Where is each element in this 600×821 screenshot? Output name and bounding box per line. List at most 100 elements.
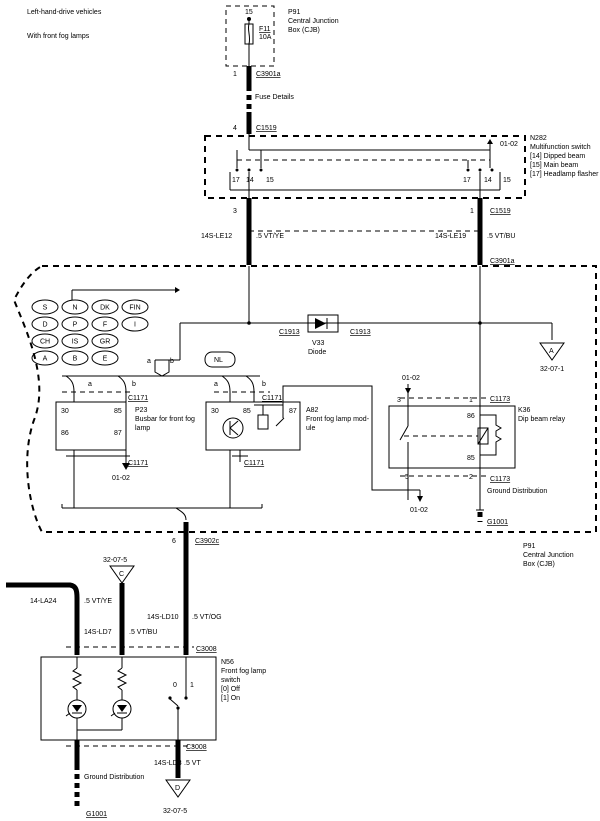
relay-conn-top: C1173 [490, 396, 510, 403]
busbar-name-2: lamp [135, 425, 150, 432]
relay-ground-label: Ground Distribution [487, 488, 547, 495]
diode-conn-left: C1913 [279, 329, 300, 336]
cjb-name: Central Junction [288, 18, 339, 25]
cjb-bottom-pin6: 6 [172, 538, 176, 545]
mfs-connector-bottom: C1519 [490, 208, 511, 215]
market-code-label: DK [100, 305, 110, 312]
ref-triangle-c: 32-07-5 C [103, 557, 135, 584]
busbar-a-top: a [147, 358, 151, 365]
wire-ld10: 14S-LD10 [147, 614, 179, 621]
module-conn-bottom: C1171 [244, 460, 264, 467]
relay-p3: 3 [397, 397, 401, 404]
ref-triangle-d: D 32-07-5 [163, 779, 191, 815]
busbar-b-top: b [170, 358, 174, 365]
dip-beam-relay-k36: 01-02 3 1 C1173 K36 Dip beam relay 86 85… [378, 375, 566, 526]
market-code-oval [91, 316, 119, 332]
wire-la24-color: .5 VT/YE [84, 598, 112, 605]
module-p30: 30 [211, 408, 219, 415]
market-code-label: GR [100, 339, 111, 346]
fuse-details-label: Fuse Details [255, 94, 294, 101]
market-code-label: E [103, 356, 108, 363]
market-code-label: B [73, 356, 78, 363]
market-code-oval [61, 350, 89, 366]
nl-label: NL [214, 357, 223, 364]
switch-pos-0: 0 [173, 682, 177, 689]
mfs-p15a: 15 [266, 177, 274, 184]
diode-ref: 32-07-1 [540, 366, 564, 373]
switch-l1: [1] On [221, 695, 240, 702]
market-code-label: F [103, 322, 107, 329]
relay-ref-bottom: 01-02 [410, 507, 428, 514]
market-code-oval [31, 350, 59, 366]
module-b: b [262, 381, 266, 388]
market-code-oval [121, 316, 149, 332]
market-code-label: S [43, 305, 48, 312]
lower-ground-label: Ground Distribution [84, 774, 144, 781]
relay-name: Dip beam relay [518, 416, 566, 423]
switch-pos-1: 1 [190, 682, 194, 689]
triangle-d-ref: 32-07-5 [163, 808, 187, 815]
cjb-connector: C3901a [256, 71, 281, 78]
market-code-oval [91, 299, 119, 315]
market-code-label: FIN [129, 305, 140, 312]
nl-oval: NL [204, 351, 236, 368]
mfs-l15: [15] Main beam [530, 162, 578, 169]
busbar-conn-top: C1171 [128, 395, 148, 402]
module-a: a [214, 381, 218, 388]
busbar-p85: 85 [114, 408, 122, 415]
switch-id: N56 [221, 659, 234, 666]
cjb-name-2: Box (CJB) [288, 27, 320, 34]
mfs-p17a: 17 [232, 177, 240, 184]
mfs-pin-4: 4 [233, 125, 237, 132]
lower-ground-id: G1001 [86, 811, 107, 818]
market-code-oval [31, 316, 59, 332]
diode-conn-right: C1913 [350, 329, 371, 336]
mfs-id: N282 [530, 135, 547, 142]
mfs-l14: [14] Dipped beam [530, 153, 585, 160]
relay-id: K36 [518, 407, 531, 414]
wire-la24: 14-LA24 [30, 598, 57, 605]
diode-name: Diode [308, 349, 326, 356]
module-name: Front fog lamp mod- [306, 416, 370, 423]
diode-v33: C1913 C1913 V33 Diode [279, 314, 371, 356]
market-code-label: CH [40, 339, 50, 346]
market-code-label: A [43, 356, 48, 363]
module-name-2: ule [306, 425, 315, 432]
market-code-oval [31, 299, 59, 315]
busbar-conn-bottom: C1171 [128, 460, 148, 467]
switch-conn-top: C3008 [196, 646, 217, 653]
relay-p1: 1 [469, 397, 473, 404]
mfs-p15b: 15 [503, 177, 511, 184]
market-code-label: I [134, 322, 136, 329]
cjb-connector-2: C3901a [490, 258, 515, 265]
relay-ground-id: G1001 [487, 519, 508, 526]
relay-ref-top: 01-02 [402, 375, 420, 382]
market-code-oval [91, 333, 119, 349]
cjb-bottom-id: P91 [523, 543, 536, 550]
module-p85: 85 [243, 408, 251, 415]
fuse-rating: 10A [259, 34, 272, 41]
switch-name: Front fog lamp [221, 668, 266, 675]
mfs-name: Multifunction switch [530, 144, 591, 151]
busbar-name: Busbar for front fog [135, 416, 195, 423]
market-code-label: P [73, 322, 78, 329]
header-line-2: With front fog lamps [27, 33, 90, 40]
relay-p85: 85 [467, 455, 475, 462]
module-conn-top: C1171 [262, 395, 282, 402]
busbar-p30: 30 [61, 408, 69, 415]
market-code-oval [61, 299, 89, 315]
wire-ld8-color: .5 VT [184, 760, 201, 767]
fog-lamp-module-a82: a b C1171 30 85 87 C1171 A82 Front fog l… [205, 375, 378, 508]
module-id: A82 [306, 407, 319, 414]
market-code-oval [121, 299, 149, 315]
triangle-d-label: D [175, 785, 180, 792]
mfs-p17b: 17 [463, 177, 471, 184]
wire-ld8: 14S-LD8 [154, 760, 182, 767]
busbar-p86: 86 [61, 430, 69, 437]
busbar-p87: 87 [114, 430, 122, 437]
mfs-pin-3: 3 [233, 208, 237, 215]
triangle-c-ref: 32-07-5 [103, 557, 127, 564]
busbar-b: b [132, 381, 136, 388]
